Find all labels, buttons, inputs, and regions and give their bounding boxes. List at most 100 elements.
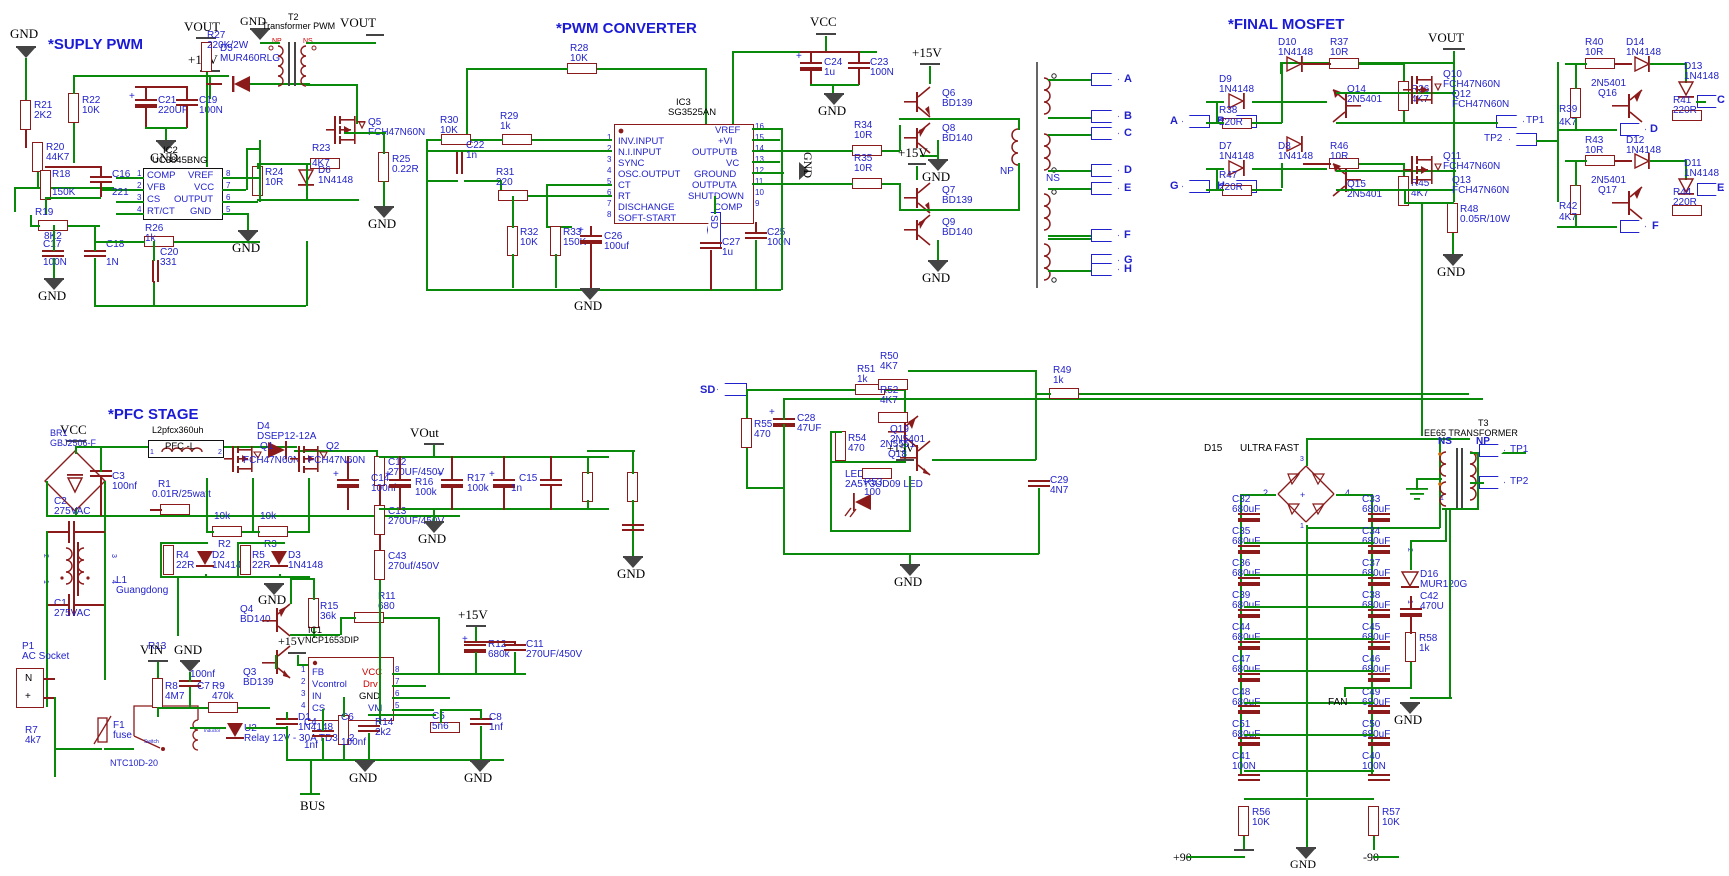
wire	[752, 128, 782, 130]
r23-ref: R23	[312, 143, 331, 154]
r28-ref: R28	[570, 43, 589, 54]
testpoint-tp2[interactable]	[1509, 133, 1537, 146]
d9-val: 1N4148	[1219, 84, 1255, 95]
d12-ref: D12	[1626, 135, 1645, 146]
ic1-pin1-dot	[312, 660, 318, 666]
ic3-pin6-num: 6	[607, 188, 612, 197]
wire	[932, 459, 1036, 461]
c44-val: 680uF	[1232, 633, 1260, 643]
out-port-b[interactable]	[1091, 110, 1119, 123]
c7-ref: C7	[197, 681, 210, 692]
wire	[257, 163, 311, 165]
d7-val: 1N4148	[1219, 151, 1255, 162]
out-port-f[interactable]	[1091, 229, 1119, 242]
wire	[1416, 478, 1442, 480]
c17-val: 100N	[43, 257, 67, 268]
resistor-r36	[1398, 81, 1409, 111]
r10-ref: C12	[388, 457, 407, 468]
ic3-pin10-num: 10	[755, 188, 764, 197]
lead	[810, 69, 812, 85]
ic3-pin9-num: 9	[755, 199, 760, 208]
gnd-icon	[265, 585, 283, 595]
testpoint-tp1[interactable]	[1496, 115, 1524, 128]
p1-plus: +	[25, 691, 31, 702]
out-port-h[interactable]	[1091, 263, 1119, 276]
wire	[313, 578, 315, 600]
r51-ref: R51	[857, 364, 876, 375]
c25-val: 100N	[767, 237, 791, 248]
l1-pin2: 2	[40, 554, 50, 558]
gnd-label: GND	[10, 26, 39, 41]
ic1-pin5-label: VM	[368, 703, 383, 714]
wire	[206, 72, 208, 167]
c1-val: 275VAC	[54, 608, 91, 619]
gnd-label: GND	[368, 216, 397, 231]
r57-val: 10K	[1382, 817, 1400, 828]
c33-val: 680uF	[1362, 504, 1391, 515]
wire	[286, 726, 288, 760]
ic1-pin1-label: FB	[312, 667, 325, 678]
resistor-r35	[852, 178, 882, 189]
c20-ref: C20	[160, 247, 179, 258]
wire	[1252, 168, 1327, 170]
gnd-bar	[238, 230, 258, 232]
r6-val: 680	[378, 601, 395, 612]
d5-ref: D5	[220, 43, 233, 54]
wire	[1575, 215, 1577, 227]
c16-ref: C16	[112, 169, 131, 180]
wire	[464, 180, 500, 182]
q13-val: FCH47N60N	[1452, 185, 1510, 196]
in-port-a[interactable]	[1182, 115, 1210, 128]
c10-plus: +	[462, 634, 468, 645]
wire	[1403, 163, 1405, 181]
d8-ref: D8	[1278, 141, 1291, 152]
wire	[1244, 770, 1374, 772]
wire	[392, 697, 450, 699]
f1-val: 4k7	[25, 735, 42, 746]
ic3-pin14-num: 14	[755, 144, 764, 153]
q2-val: FCH47N60N	[308, 455, 366, 466]
wire	[546, 184, 612, 186]
out-port-e2[interactable]	[1697, 183, 1723, 196]
gnd-label: GND	[174, 642, 203, 657]
sd-input-port[interactable]	[717, 383, 747, 396]
bus-label: BUS	[300, 798, 326, 813]
section-title-final-mosfet: *FINAL MOSFET	[1228, 16, 1345, 33]
out-port-e[interactable]	[1091, 182, 1119, 195]
wire	[368, 714, 436, 716]
ic3-pin4-num: 4	[607, 166, 612, 175]
diode-d3	[270, 551, 288, 567]
ic3-pin16-num: 16	[755, 122, 764, 131]
c37-ref: C37	[1362, 558, 1381, 569]
t3-ref: T3	[1478, 418, 1489, 428]
r24-val: 10R	[265, 177, 284, 188]
wire	[1018, 163, 1020, 211]
out-port-c[interactable]	[1091, 127, 1119, 140]
wire	[1252, 101, 1327, 103]
resistor-r40	[1585, 58, 1615, 69]
v15-label: +15V	[912, 45, 942, 60]
r46-ref: R46	[1330, 141, 1349, 152]
out-port-d2[interactable]	[1620, 123, 1646, 136]
q1-ref: Q1	[260, 441, 274, 452]
in-port-g[interactable]	[1182, 180, 1210, 193]
wire	[1536, 140, 1558, 142]
out-port-f2[interactable]	[1620, 220, 1646, 233]
tp1-out-label: TP1	[1510, 444, 1529, 455]
d13-val: 1N4148	[1684, 71, 1720, 82]
c50-ref: C50	[1362, 719, 1381, 730]
q19-ref: Q19	[890, 424, 909, 435]
wire	[246, 148, 248, 190]
r34-val: 10R	[854, 130, 873, 141]
inductor-l1	[60, 542, 90, 596]
out-port-a[interactable]	[1091, 73, 1119, 86]
c4-val: 1N4148	[298, 722, 334, 733]
wire	[1404, 189, 1406, 203]
gnd-icon	[901, 566, 919, 576]
wire	[1306, 527, 1440, 529]
resistor-r16	[582, 472, 593, 502]
tp1-port-out[interactable]	[1479, 444, 1505, 457]
wire	[1336, 122, 1454, 124]
out-port-d[interactable]	[1091, 164, 1119, 177]
ic3-pin7-label: DISCHANGE	[618, 202, 675, 213]
